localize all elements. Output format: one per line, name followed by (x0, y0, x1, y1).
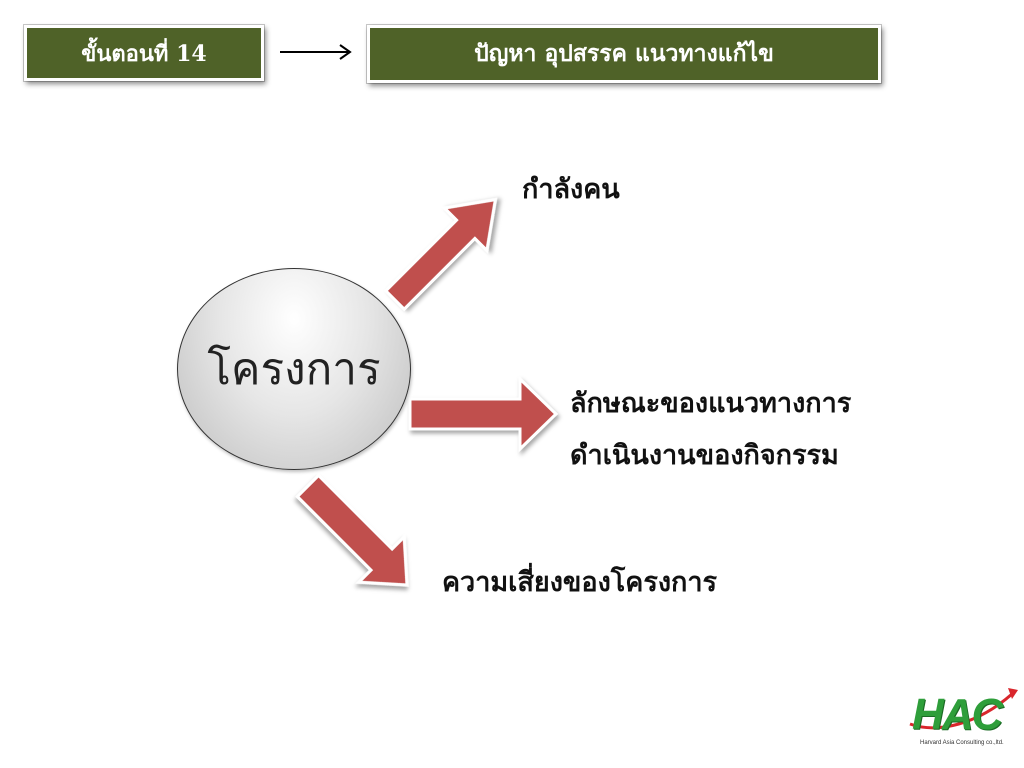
header-arrow-icon (280, 44, 352, 60)
company-logo: HAC Harvard Asia Consulting co.,ltd. (908, 684, 1018, 756)
arrow-up-right-icon (383, 197, 498, 312)
center-node: โครงการ (177, 268, 411, 470)
step-label-box: ขั้นตอนที่ 14 (24, 25, 264, 81)
branch-label-characteristics: ลักษณะของแนวทางการ ดำเนินงานของกิจกรรม (570, 378, 851, 482)
arrow-right-icon (408, 375, 559, 453)
logo-swoosh-icon (909, 688, 1018, 730)
branch-label-characteristics-line2: ดำเนินงานของกิจกรรม (570, 440, 839, 471)
logo-subtitle: Harvard Asia Consulting co.,ltd. (920, 740, 1004, 746)
branch-label-risk: ความเสี่ยงของโครงการ (442, 567, 718, 598)
topic-title-box: ปัญหา อุปสรรค แนวทางแก้ไข (367, 25, 881, 83)
step-label: ขั้นตอนที่ 14 (81, 40, 207, 67)
arrow-down-right-icon (295, 473, 409, 587)
branch-label-characteristics-line1: ลักษณะของแนวทางการ (570, 388, 852, 419)
logo-text: HAC (912, 690, 1003, 739)
topic-title: ปัญหา อุปสรรค แนวทางแก้ไข (474, 40, 774, 67)
branch-label-workforce: กำลังคน (522, 174, 620, 205)
center-node-label: โครงการ (207, 344, 381, 395)
